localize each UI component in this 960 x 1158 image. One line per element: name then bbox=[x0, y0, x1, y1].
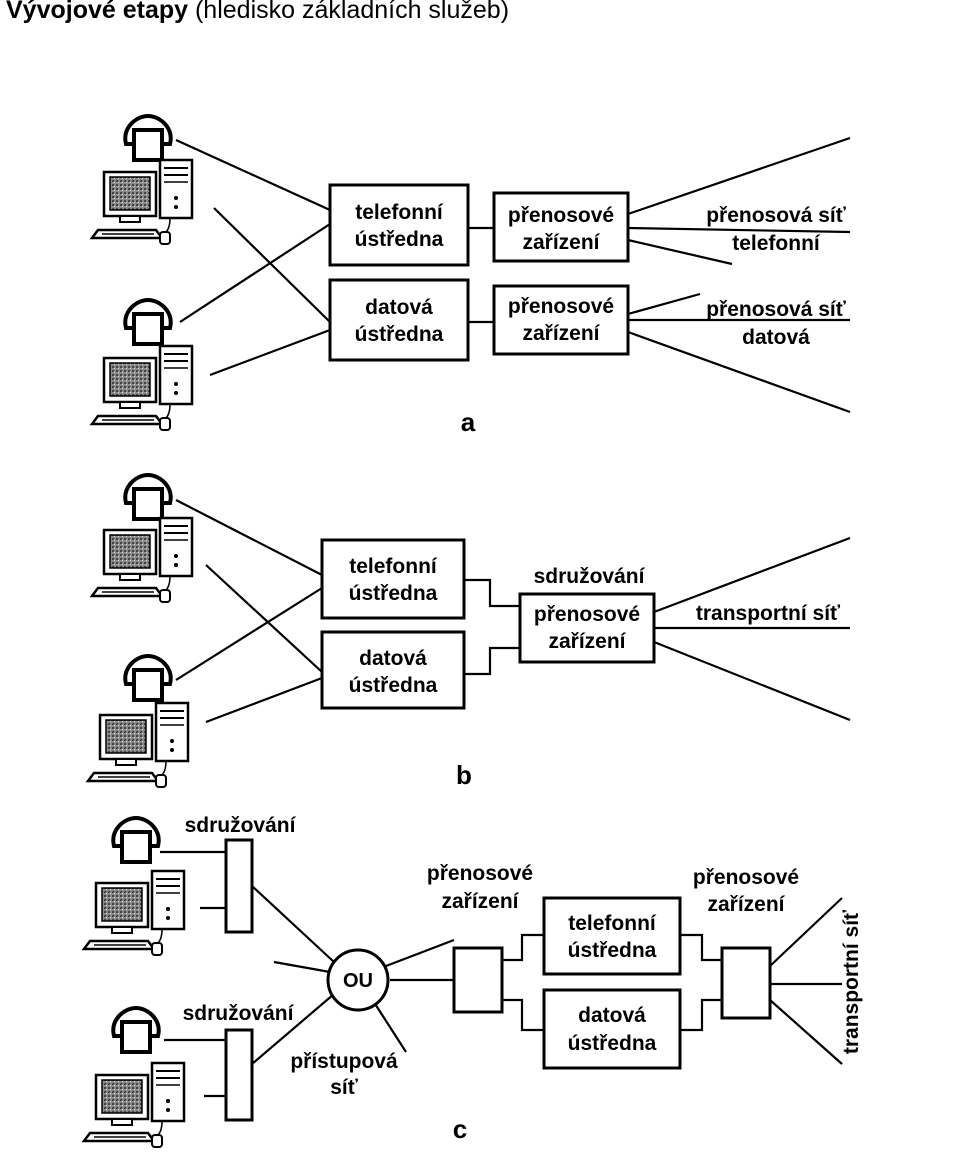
diagram-b: telefonní ústředna datová ústředna přeno… bbox=[86, 473, 851, 790]
b-datova-label-2: ústředna bbox=[349, 674, 438, 697]
a-telefonni-label-1: telefonní bbox=[355, 201, 444, 224]
c-telefonni-ustredna-box bbox=[542, 896, 682, 976]
c-telefonni-label-1: telefonní bbox=[568, 912, 657, 935]
page-title: Vývojové etapy (hledisko základních služ… bbox=[6, 0, 509, 25]
c-ou-label: OU bbox=[343, 970, 373, 992]
c-datova-label-1: datová bbox=[578, 1004, 646, 1027]
b-telefonni-ustredna-box bbox=[320, 538, 466, 620]
c-datova-label-2: ústředna bbox=[568, 1032, 657, 1055]
c-sdruzovani-box-2 bbox=[224, 1028, 254, 1122]
a-telefonni-label-2: ústředna bbox=[355, 228, 444, 251]
c-pristupova-label-1: přístupová bbox=[290, 1050, 398, 1073]
a-sit-datova-label-2: datová bbox=[742, 326, 810, 349]
computer-icon bbox=[90, 158, 194, 246]
b-pz-label-1: přenosové bbox=[534, 603, 640, 626]
c-pz1-label-2: zařízení bbox=[441, 890, 519, 913]
c-telefonni-label-2: ústředna bbox=[568, 939, 657, 962]
diagram-c: sdružování sdružování OU přístupová síť … bbox=[82, 814, 863, 1149]
c-datova-ustredna-box bbox=[542, 988, 682, 1070]
c-ou-node bbox=[326, 948, 390, 1012]
telephone-icon bbox=[123, 114, 173, 162]
b-telefonni-label-2: ústředna bbox=[349, 582, 438, 605]
b-prenosove-zarizeni-box bbox=[518, 592, 656, 664]
a-sit-telefonni-label-2: telefonní bbox=[732, 232, 821, 255]
a-pz1-label-1: přenosové bbox=[508, 204, 614, 227]
diagram-a: telefonní ústředna datová ústředna přeno… bbox=[90, 114, 851, 437]
telephone-icon bbox=[123, 654, 173, 702]
c-prenosove-zarizeni-box-2 bbox=[720, 946, 772, 1020]
title-normal: (hledisko základních služeb) bbox=[188, 0, 510, 24]
b-sdruzovani-label: sdružování bbox=[534, 565, 646, 588]
telephone-icon bbox=[123, 298, 173, 346]
a-datova-ustredna-box bbox=[328, 278, 470, 362]
a-telefonni-ustredna-box bbox=[328, 183, 470, 267]
a-pz1-label-2: zařízení bbox=[522, 231, 600, 254]
b-pz-label-2: zařízení bbox=[548, 630, 626, 653]
c-caption: c bbox=[453, 1114, 467, 1144]
b-caption: b bbox=[456, 760, 472, 790]
c-sdruzovani-label-1: sdružování bbox=[185, 814, 297, 837]
telephone-icon bbox=[111, 1006, 161, 1054]
b-datova-label-1: datová bbox=[359, 647, 427, 670]
telephone-icon bbox=[123, 473, 173, 521]
a-caption: a bbox=[461, 407, 476, 437]
computer-icon bbox=[82, 1061, 186, 1149]
c-pz1-label-1: přenosové bbox=[427, 862, 533, 885]
a-datova-label-1: datová bbox=[365, 296, 433, 319]
a-datova-label-2: ústředna bbox=[355, 323, 444, 346]
computer-icon bbox=[86, 701, 190, 789]
a-pz2-label-1: přenosové bbox=[508, 295, 614, 318]
c-transportni-sit-label: transportní síť bbox=[840, 909, 863, 1054]
c-pz2-label-2: zařízení bbox=[707, 893, 785, 916]
b-transportni-sit-label: transportní síť bbox=[696, 602, 841, 625]
c-prenosove-zarizeni-box-1 bbox=[452, 946, 504, 1014]
computer-icon bbox=[82, 869, 186, 957]
computer-icon bbox=[90, 344, 194, 432]
computer-icon bbox=[90, 516, 194, 604]
b-datova-ustredna-box bbox=[320, 630, 466, 710]
title-bold: Vývojové etapy bbox=[6, 0, 189, 24]
a-prenosove-zarizeni-box-2 bbox=[492, 284, 630, 356]
c-pristupova-label-2: síť bbox=[330, 1076, 359, 1099]
c-sdruzovani-box-1 bbox=[224, 838, 254, 934]
c-sdruzovani-label-2: sdružování bbox=[183, 1002, 295, 1025]
a-sit-telefonni-label-1: přenosová síť bbox=[706, 204, 847, 227]
a-pz2-label-2: zařízení bbox=[522, 322, 600, 345]
telephone-icon bbox=[111, 816, 161, 864]
a-prenosove-zarizeni-box-1 bbox=[492, 191, 630, 263]
c-pz2-label-1: přenosové bbox=[693, 866, 799, 889]
b-telefonni-label-1: telefonní bbox=[349, 555, 438, 578]
a-sit-datova-label-1: přenosová síť bbox=[706, 298, 847, 321]
